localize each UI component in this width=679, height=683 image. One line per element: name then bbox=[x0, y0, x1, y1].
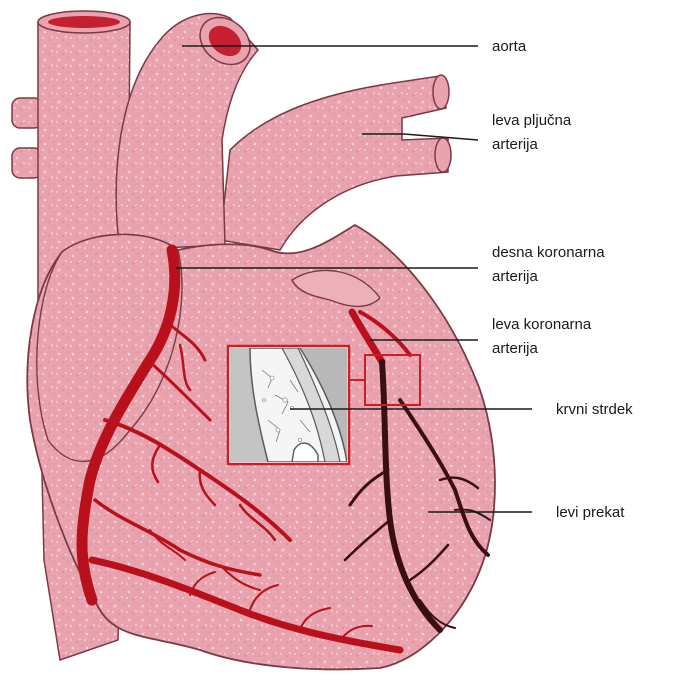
pulmonary-artery bbox=[220, 75, 451, 250]
label-left-coronary-1: leva koronarna bbox=[492, 316, 592, 333]
labels: aorta leva pljučna arterija desna korona… bbox=[492, 38, 633, 521]
label-right-coronary-2: arterija bbox=[492, 268, 539, 285]
label-left-pulmonary-1: leva pljučna bbox=[492, 112, 572, 129]
label-blood-clot: krvni strdek bbox=[556, 401, 633, 418]
clot-inset bbox=[228, 346, 349, 464]
label-right-coronary-1: desna koronarna bbox=[492, 244, 605, 261]
label-aorta: aorta bbox=[492, 38, 527, 55]
label-left-pulmonary-2: arterija bbox=[492, 136, 539, 153]
label-left-ventricle: levi prekat bbox=[556, 504, 625, 521]
label-left-coronary-2: arterija bbox=[492, 340, 539, 357]
